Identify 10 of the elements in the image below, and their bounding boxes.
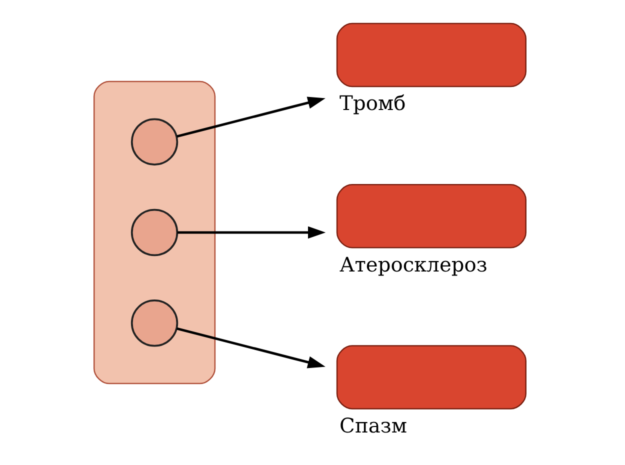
arrow [176, 327, 326, 368]
arrow [176, 96, 326, 138]
node-label: Атеросклероз [340, 252, 488, 276]
node-circle [130, 208, 178, 256]
arrow [177, 226, 326, 239]
node-label: Тромб [340, 91, 406, 116]
node-circle [130, 300, 178, 347]
node-label: Спазм [340, 413, 408, 438]
cluster [93, 80, 216, 384]
node-circle [130, 118, 178, 166]
